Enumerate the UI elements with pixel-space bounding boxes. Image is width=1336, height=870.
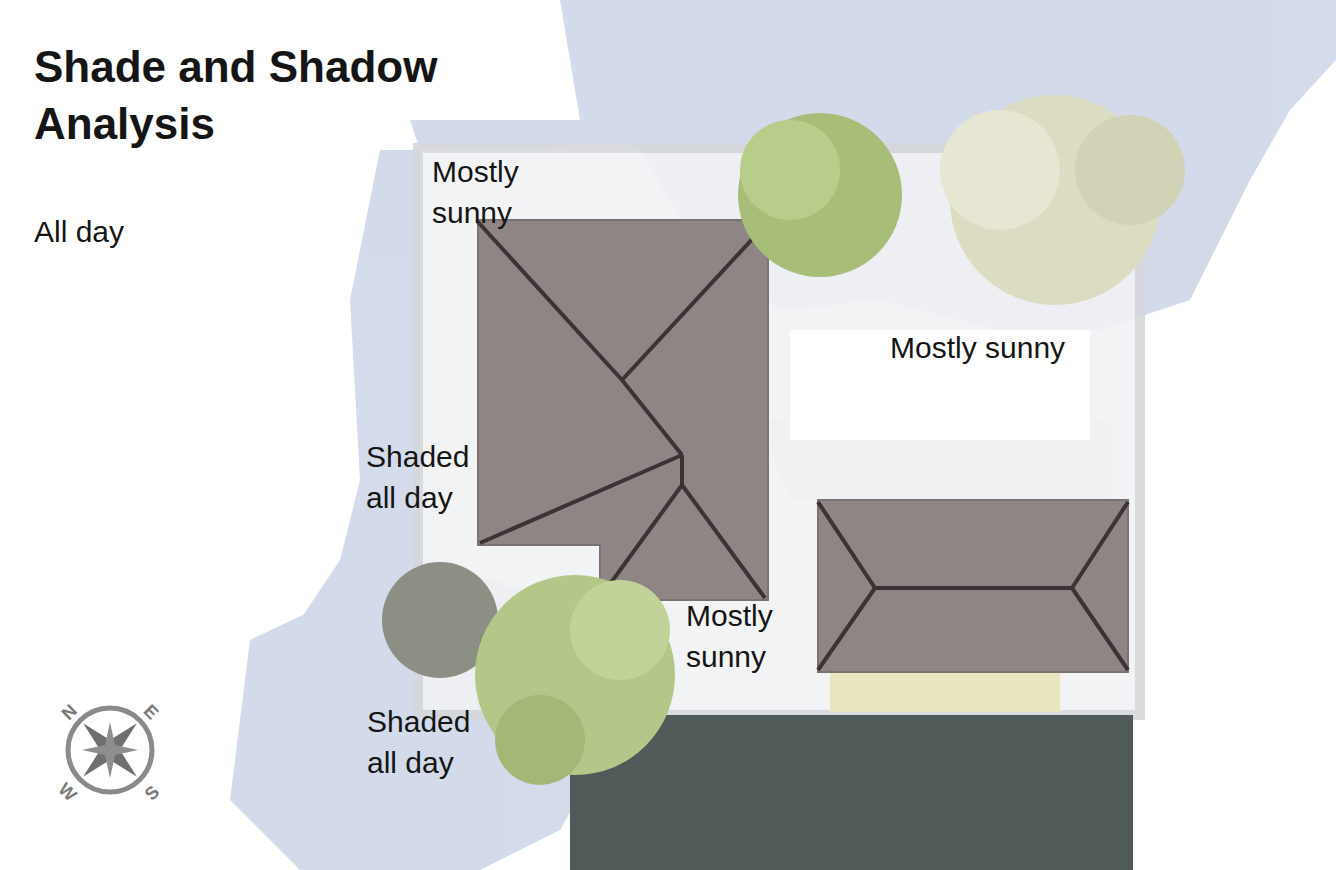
compass-letter: S — [139, 780, 165, 806]
tree — [382, 95, 1185, 785]
subtitle: All day — [34, 212, 124, 253]
shadow — [230, 0, 1336, 870]
zone-label: Shaded all day — [366, 437, 506, 518]
house-roof — [478, 220, 768, 600]
path — [830, 672, 1060, 712]
zone-label: Shaded all day — [367, 702, 507, 783]
zone-label: Mostly sunny — [686, 596, 826, 677]
compass-letter: E — [138, 699, 164, 725]
driveway — [570, 715, 1133, 870]
zone-label: Mostly sunny — [432, 152, 572, 233]
zone-label: Mostly sunny — [890, 328, 1065, 369]
compass-letter: W — [53, 778, 82, 807]
garage-roof — [818, 500, 1128, 672]
title: Shade and Shadow Analysis — [34, 38, 504, 152]
